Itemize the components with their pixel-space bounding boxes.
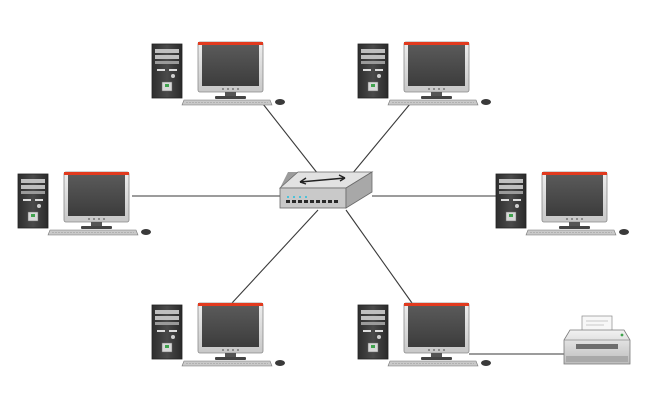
desktop-computer-icon — [357, 302, 492, 367]
printer-icon — [563, 315, 631, 365]
desktop-computer-icon — [495, 171, 630, 236]
cable-top-right — [351, 103, 411, 175]
desktop-computer-icon — [151, 41, 286, 106]
network-switch-icon — [278, 171, 374, 209]
cables — [132, 103, 565, 355]
desktop-computer-icon — [151, 302, 286, 367]
desktop-computer-icon — [357, 41, 492, 106]
cable-top-left — [262, 103, 319, 175]
desktop-computer-icon — [17, 171, 152, 236]
cable-bottom-right — [345, 209, 413, 304]
cable-bottom-left — [231, 209, 319, 304]
